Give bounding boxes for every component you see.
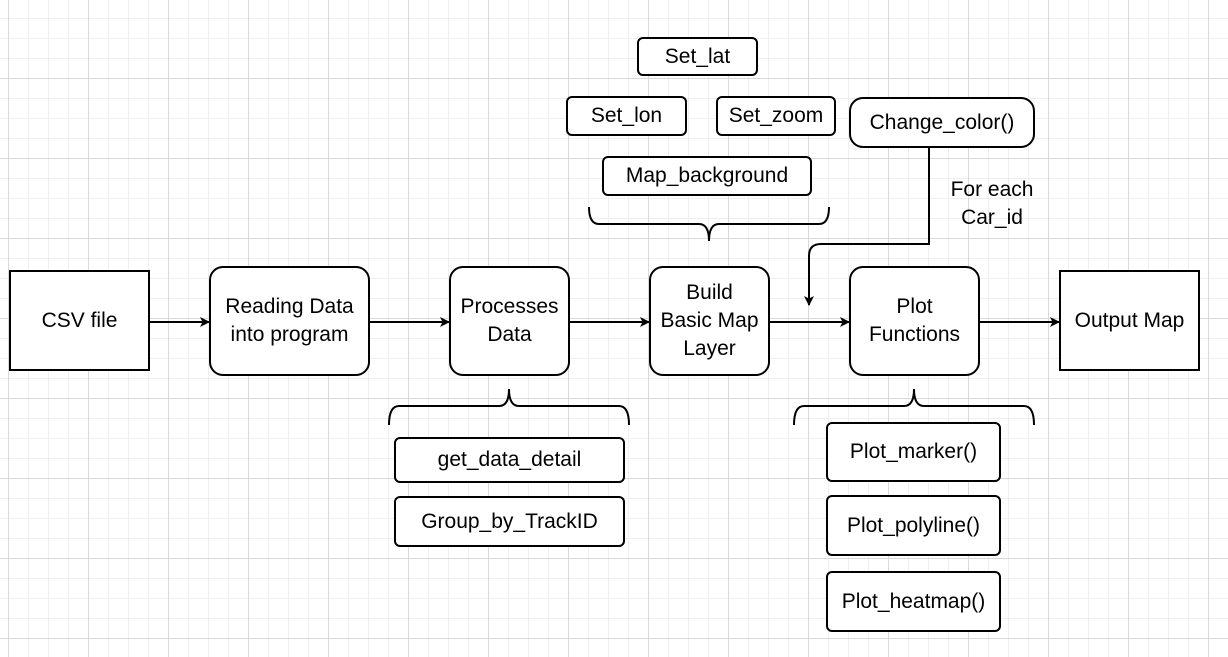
- brace-processing-steps: [388, 388, 630, 426]
- processes-data-node[interactable]: Processes Data: [449, 266, 570, 376]
- brace-map-settings: [588, 206, 830, 242]
- set-lat-node[interactable]: Set_lat: [637, 37, 758, 76]
- for-each-car-id-label: For each Car_id: [950, 178, 1034, 229]
- arrow-change-color-loop[interactable]: [804, 147, 930, 306]
- map-background-node[interactable]: Map_background: [602, 156, 812, 196]
- group-by-trackid-node[interactable]: Group_by_TrackID: [394, 496, 625, 547]
- plot-marker-node[interactable]: Plot_marker(): [826, 422, 1001, 482]
- change-color-node[interactable]: Change_color(): [849, 97, 1035, 148]
- plot-functions-node[interactable]: Plot Functions: [849, 266, 980, 376]
- get-data-detail-node[interactable]: get_data_detail: [394, 437, 625, 483]
- csv-file-node[interactable]: CSV file: [9, 270, 150, 371]
- build-map-node[interactable]: Build Basic Map Layer: [649, 266, 770, 376]
- plot-heatmap-node[interactable]: Plot_heatmap(): [826, 571, 1001, 632]
- set-zoom-node[interactable]: Set_zoom: [716, 96, 836, 136]
- brace-plot-steps: [793, 388, 1035, 426]
- set-lon-node[interactable]: Set_lon: [566, 96, 687, 136]
- reading-data-node[interactable]: Reading Data into program: [209, 266, 370, 376]
- output-map-node[interactable]: Output Map: [1059, 270, 1200, 371]
- plot-polyline-node[interactable]: Plot_polyline(): [826, 495, 1001, 556]
